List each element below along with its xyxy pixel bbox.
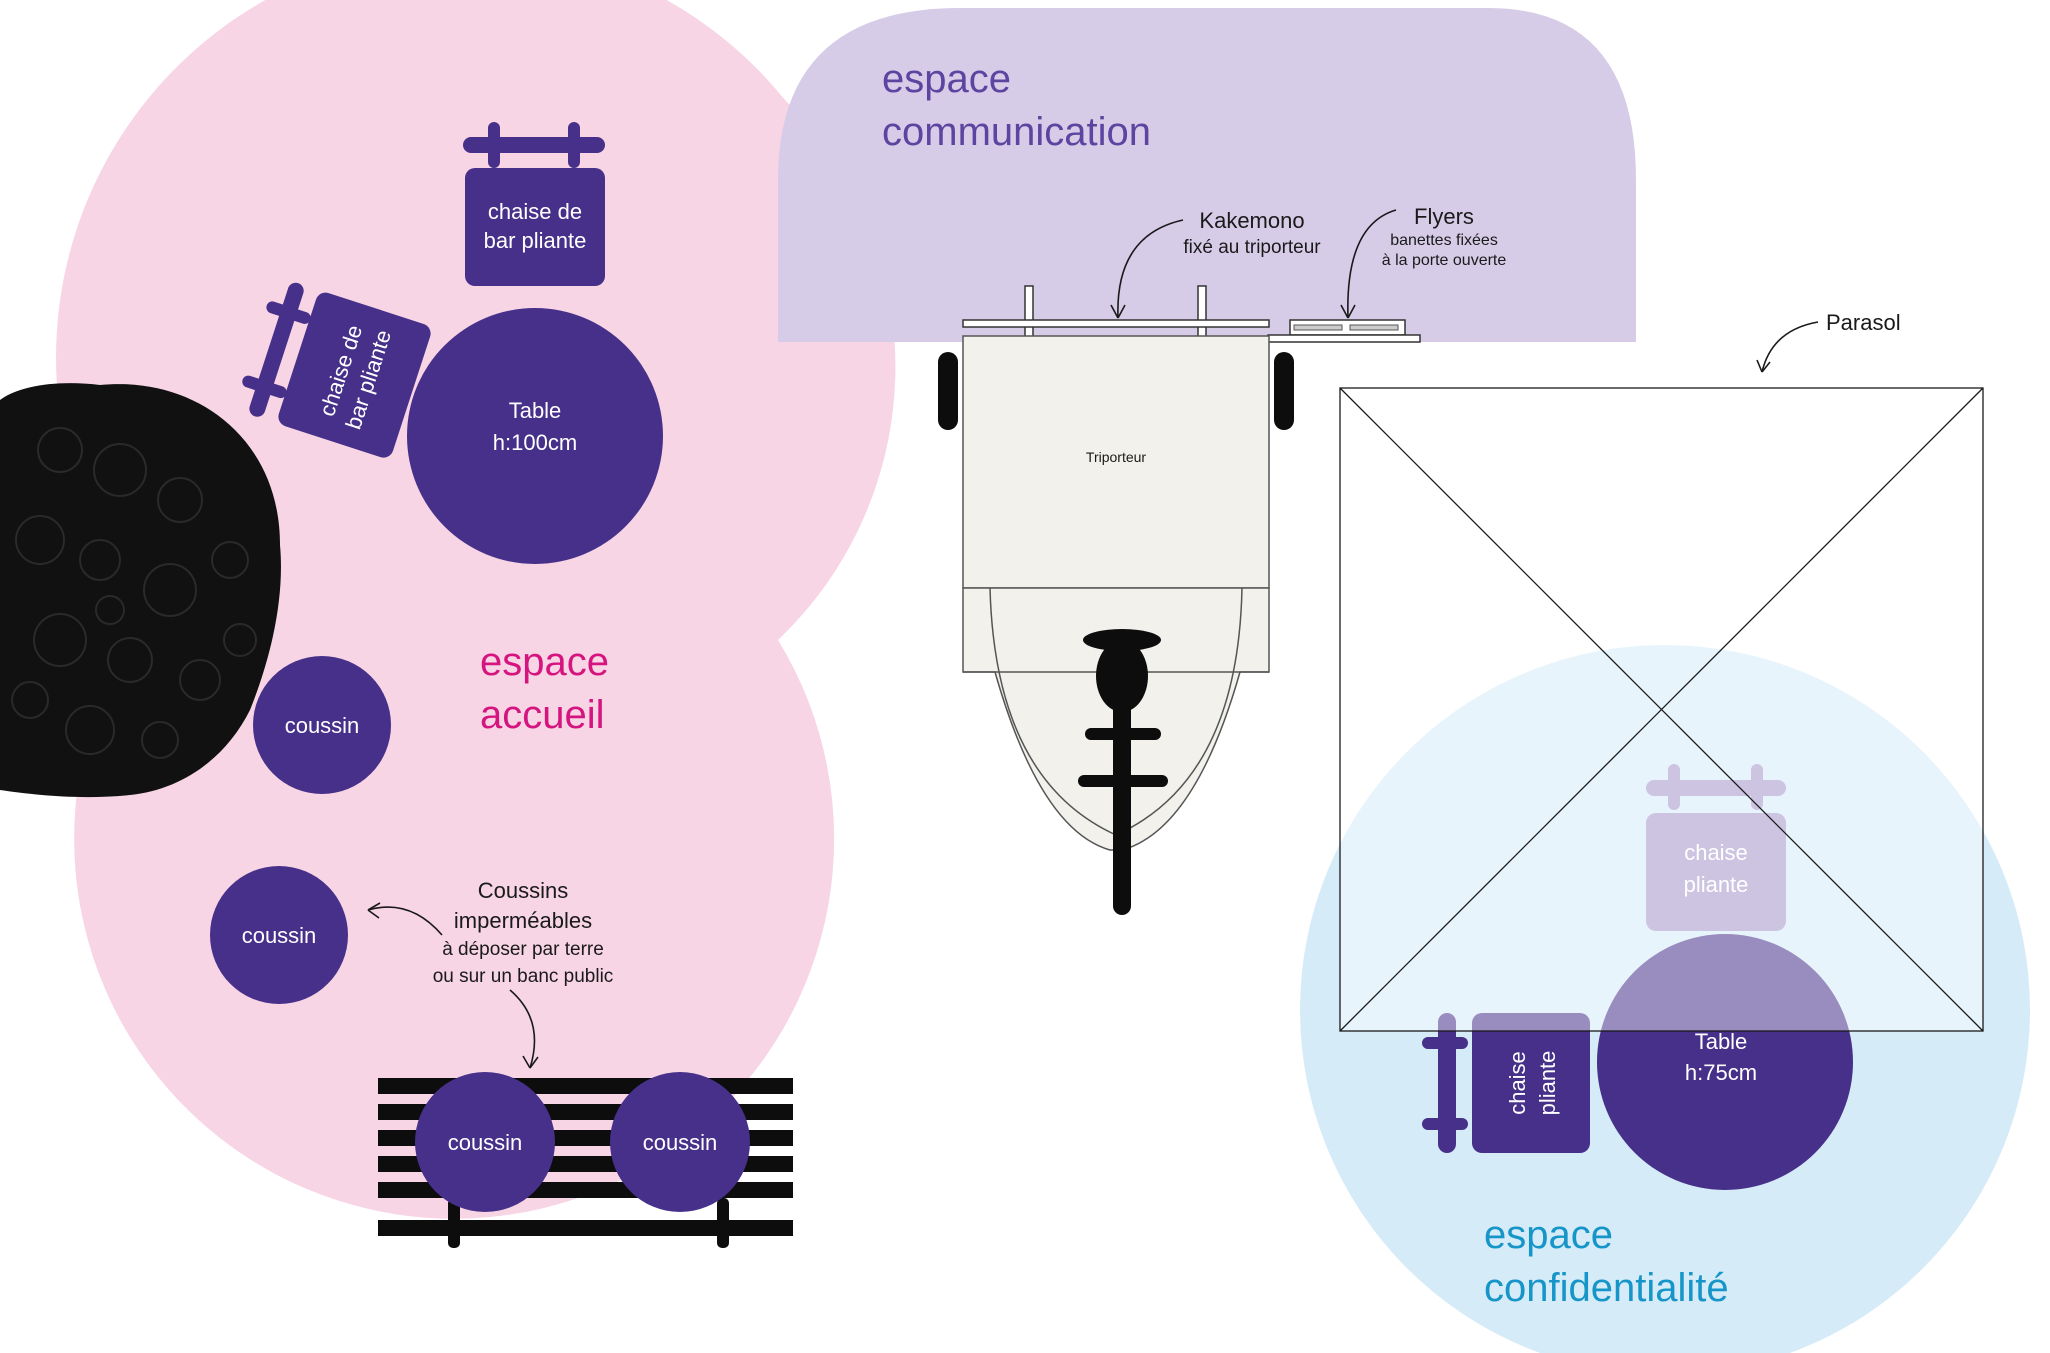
cushion-2: coussin [210,866,348,1004]
bar-chair-top: chaise de bar pliante [463,122,605,286]
confidentialite-title-line2: confidentialité [1484,1266,1729,1310]
cushion-2-label: coussin [242,923,317,948]
bench-cushion-left: coussin [415,1072,555,1212]
triporteur-label: Triporteur [1086,449,1147,465]
folding-chair-top: chaise pliante [1646,764,1786,931]
arrow-to-cushion [367,906,443,936]
folding-chair-side-line1: chaise [1505,1051,1530,1115]
coussins-note-line4: ou sur un banc public [433,966,614,987]
bench-cushion-left-label: coussin [448,1130,523,1155]
table-low: Table h:75cm [1597,934,1853,1190]
communication-title-line1: espace [882,57,1011,101]
table-tall: Table h:100cm [407,308,663,564]
communication-zone-shape [778,8,1636,342]
coussins-note-line1: Coussins [478,878,568,903]
shrub-icon [0,383,281,798]
parasol-note: Parasol [1756,310,1901,373]
table-low-line2: h:75cm [1685,1060,1757,1085]
communication-title-line2: communication [882,110,1151,154]
communication-title: espace communication [882,57,1151,154]
cargo-bike-icon: Triporteur [938,285,1421,915]
bar-chair-top-line2: bar pliante [484,228,587,253]
table-low-line1: Table [1695,1029,1748,1054]
bench-cushion-right-label: coussin [643,1130,718,1155]
cushion-1-label: coussin [285,713,360,738]
cushion-1: coussin [253,656,391,794]
kakemono-note-line1: Kakemono [1199,208,1304,233]
folding-chair-side: chaise pliante [1422,1013,1590,1153]
coussins-note-line2: imperméables [454,908,592,933]
bar-chair-top-line1: chaise de [488,199,582,224]
flyers-note-line2: banettes fixées [1390,232,1498,249]
accueil-title-line1: espace [480,640,609,684]
confidentialite-title-line1: espace [1484,1213,1613,1257]
folding-chair-top-line2: pliante [1684,872,1749,897]
table-tall-line1: Table [509,398,562,423]
accueil-title-line2: accueil [480,693,605,737]
bench-cushion-right: coussin [610,1072,750,1212]
accueil-title: espace accueil [480,640,609,737]
parasol-icon [1339,387,1984,1032]
table-tall-line2: h:100cm [493,430,577,455]
coussins-note-line3: à déposer par terre [442,939,604,960]
confidentialite-title: espace confidentialité [1484,1213,1729,1310]
folding-chair-side-line2: pliante [1535,1051,1560,1116]
flyers-note-line1: Flyers [1414,204,1474,229]
bar-chair-rotated: chaise de bar pliante [242,282,431,458]
triporteur-body [962,335,1270,589]
kakemono-note: Kakemono fixé au triporteur [1110,208,1321,319]
coussins-note: Coussins imperméables à déposer par terr… [367,878,614,1069]
parasol-note-label: Parasol [1826,310,1901,335]
flyers-note: Flyers banettes fixées à la porte ouvert… [1340,204,1507,319]
flyers-note-line3: à la porte ouverte [1382,252,1507,269]
folding-chair-top-line1: chaise [1684,840,1748,865]
arrow-to-bench [509,989,536,1069]
kakemono-note-line2: fixé au triporteur [1183,237,1321,258]
